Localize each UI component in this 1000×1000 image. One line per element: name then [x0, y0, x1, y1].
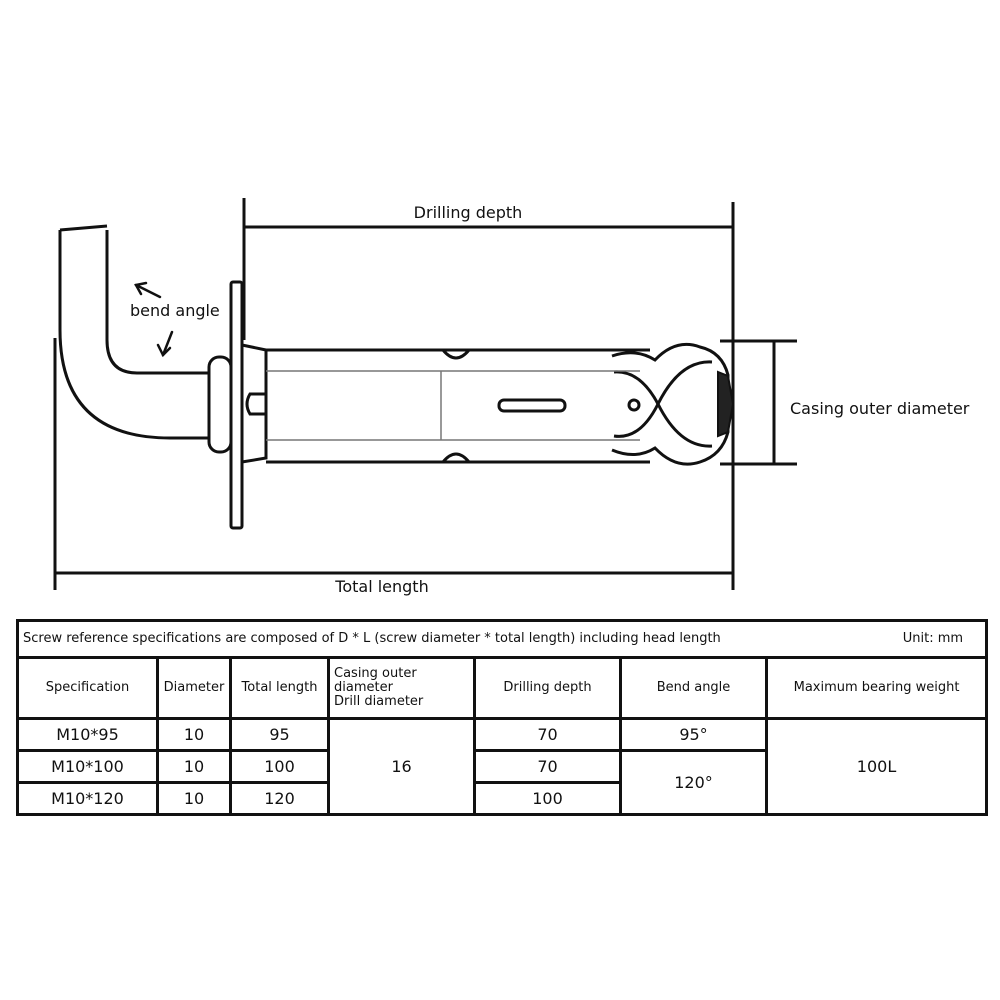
casing-outer-diameter-label: Casing outer diameter [790, 399, 970, 418]
washer [229, 280, 244, 530]
hook-inner-edge [105, 230, 210, 375]
collar-nut [207, 355, 233, 454]
cell-bend-angle-1: 95° [619, 717, 768, 752]
cell-diameter: 10 [156, 749, 232, 784]
bend-angle-arrow-down-head [156, 343, 172, 358]
drilling-depth-label: Drilling depth [414, 203, 523, 222]
bend-angle-arrow-up [134, 283, 162, 299]
casing-flange [240, 343, 268, 464]
cell-spec: M10*120 [16, 781, 159, 816]
cell-spec: M10*95 [16, 717, 159, 752]
header-bend-angle: Bend angle [619, 656, 768, 720]
petal-rivet [627, 398, 641, 412]
table-note: Screw reference specifications are compo… [23, 630, 721, 646]
bend-angle-arrow-up-head [134, 281, 148, 296]
header-diameter: Diameter [156, 656, 232, 720]
cell-total-length: 95 [229, 717, 330, 752]
cell-casing-value: 16 [327, 717, 476, 816]
casing-top-notch [441, 349, 471, 360]
table-note-cell: Screw reference specifications are compo… [15, 619, 989, 659]
bolt-tip [717, 370, 735, 438]
expansion-petal-upper [613, 360, 713, 408]
header-drilling-depth: Drilling depth [473, 656, 622, 720]
cell-total-length: 120 [229, 781, 330, 816]
cell-max-weight-value: 100L [764, 717, 989, 816]
casing-slot [497, 398, 567, 413]
unit-label: Unit: mm [902, 630, 964, 646]
cell-drilling-depth: 70 [473, 717, 622, 752]
table-header-row: Specification Diameter Total length Casi… [16, 656, 989, 720]
header-casing-line1: Casing outer diameter [334, 665, 417, 695]
header-specification: Specification [16, 656, 159, 720]
hook-top-edge [59, 224, 108, 232]
cell-diameter: 10 [156, 717, 232, 752]
cell-spec: M10*100 [16, 749, 159, 784]
casing-bottom-notch [441, 452, 471, 463]
header-total-length: Total length [229, 656, 330, 720]
spec-table: Screw reference specifications are compo… [15, 619, 989, 816]
table-row: M10*100 10 100 70 120° [16, 749, 987, 816]
flange-slot [245, 392, 266, 416]
table-row: M10*120 10 120 100 [16, 781, 987, 816]
cell-diameter: 10 [156, 781, 232, 816]
header-casing-line2: Drill diameter [334, 694, 424, 710]
cell-bend-angle-2: 120° [619, 749, 768, 816]
cell-total-length: 100 [229, 749, 330, 784]
header-max-weight: Maximum bearing weight [764, 656, 989, 720]
cell-drilling-depth: 100 [473, 781, 622, 816]
header-casing-diameter: Casing outer diameter Drill diameter [327, 656, 476, 720]
anchor-bolt-diagram: Drilling depth bend angle Casing outer d… [53, 198, 970, 596]
total-length-label: Total length [334, 577, 428, 596]
expansion-petal-lower [613, 400, 713, 448]
table-row: M10*95 10 95 16 70 95° 100L [16, 717, 989, 816]
cell-drilling-depth: 70 [473, 749, 622, 784]
bend-angle-arrow-down [161, 330, 174, 357]
bend-angle-label: bend angle [130, 301, 220, 320]
hook-outer-edge [58, 230, 210, 440]
